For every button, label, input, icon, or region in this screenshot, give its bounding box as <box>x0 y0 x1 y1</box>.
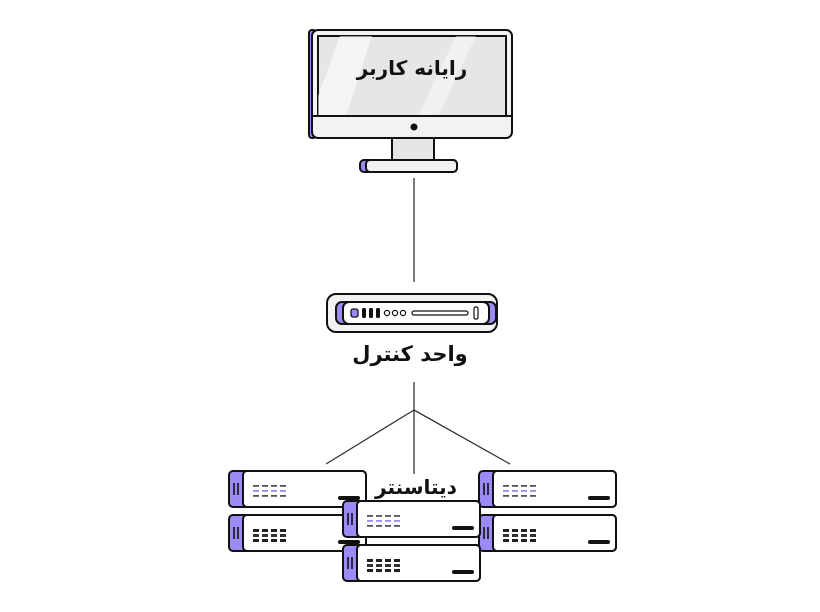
server-unit <box>228 470 367 508</box>
server-rack-icon <box>228 470 617 582</box>
server-unit <box>478 470 617 508</box>
control-unit-label: واحد کنترل <box>352 342 468 366</box>
datacenter-label: دیتاسنتر <box>368 476 464 500</box>
server-unit <box>478 514 617 552</box>
server-unit <box>342 500 481 538</box>
monitor-icon <box>308 29 513 173</box>
router-icon <box>326 293 498 333</box>
link-control-left <box>325 409 415 465</box>
link-control-right <box>413 409 511 465</box>
server-unit <box>342 544 481 582</box>
server-unit <box>228 514 367 552</box>
user-computer-label: رایانه کاربر <box>356 56 468 80</box>
